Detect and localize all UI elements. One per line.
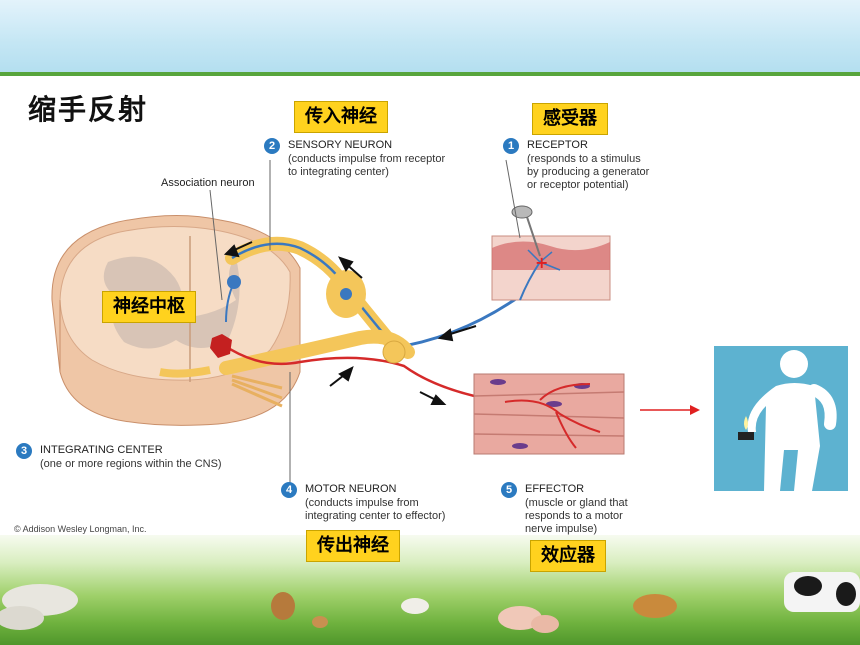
sensory-neuron xyxy=(225,236,521,351)
stimulus-arrow xyxy=(640,405,700,415)
step-4-heading: MOTOR NEURON xyxy=(305,483,397,495)
step-3-badge: 3 xyxy=(16,443,32,459)
step-5-badge: 5 xyxy=(501,482,517,498)
copyright-text: © Addison Wesley Longman, Inc. xyxy=(14,524,147,534)
step-3-desc: (one or more regions within the CNS) xyxy=(40,458,222,470)
meadow-background xyxy=(0,535,860,645)
effector-muscle xyxy=(473,373,625,455)
person-candle-icon xyxy=(738,350,837,491)
svg-text:+: + xyxy=(535,253,548,272)
receptor-skin: + xyxy=(491,205,611,301)
center-label: 神经中枢 xyxy=(102,291,196,323)
efferent-label: 传出神经 xyxy=(306,530,400,562)
leader-lines xyxy=(209,159,521,484)
reflex-example-photo xyxy=(714,346,848,491)
afferent-label: 传入神经 xyxy=(294,101,388,133)
slide-title: 缩手反射 xyxy=(28,93,149,126)
meadow-animals xyxy=(0,572,860,633)
step-3-heading: INTEGRATING CENTER xyxy=(40,444,163,456)
header-divider xyxy=(0,72,860,76)
step-2-badge: 2 xyxy=(264,138,280,154)
receptor-cn-label: 感受器 xyxy=(532,103,608,135)
step-1-badge: 1 xyxy=(503,138,519,154)
motor-neuron xyxy=(159,329,506,408)
step-4-badge: 4 xyxy=(281,482,297,498)
impulse-arrows xyxy=(223,241,477,405)
effector-cn-label: 效应器 xyxy=(530,540,606,572)
step-1-heading: RECEPTOR xyxy=(527,139,588,151)
step-2-heading: SENSORY NEURON xyxy=(288,139,393,151)
association-neuron-label: Association neuron xyxy=(161,177,255,189)
step-5-heading: EFFECTOR xyxy=(525,483,585,495)
sky-header-band xyxy=(0,0,860,72)
